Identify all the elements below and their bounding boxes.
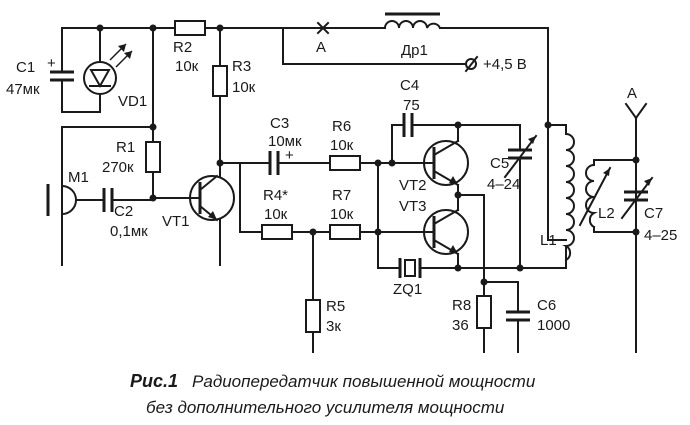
r4-value: 10к [264, 206, 288, 223]
c5-value: 4–24 [487, 176, 520, 193]
r6-value: 10к [330, 137, 354, 154]
c3-capacitor [268, 151, 280, 175]
r7-label: R7 [332, 187, 351, 204]
r5-label: R5 [326, 298, 345, 315]
zq1-crystal [398, 258, 422, 278]
r3-resistor [212, 65, 228, 97]
m1-label: M1 [68, 169, 89, 186]
r8-label: R8 [452, 297, 471, 314]
r1-label: R1 [116, 139, 135, 156]
c6-label: C6 [537, 297, 556, 314]
figure-number: Рис.1 [130, 371, 179, 391]
c2-label: C2 [114, 203, 133, 220]
r1-resistor [145, 141, 161, 173]
c3-plus: + [285, 147, 294, 164]
c1-plus: + [47, 55, 56, 72]
vd1-label: VD1 [118, 93, 147, 110]
antenna-label: А [627, 85, 637, 102]
c2-value: 0,1мк [110, 223, 148, 240]
r5-value: 3к [326, 318, 341, 335]
c6-capacitor [506, 310, 530, 322]
r2-label: R2 [173, 39, 192, 56]
c5-label: C5 [490, 155, 509, 172]
l1-label: L1 [540, 232, 557, 249]
c7-variable-capacitor [620, 176, 654, 220]
c4-capacitor [402, 113, 414, 137]
caption-line-1: Радиопередатчик повышенной мощности [192, 372, 536, 391]
r2-value: 10к [175, 58, 199, 75]
l2-label: L2 [598, 205, 615, 222]
c4-label: C4 [400, 77, 419, 94]
r8-resistor [476, 295, 492, 329]
vt1-transistor [189, 174, 235, 222]
r2-resistor [174, 20, 206, 36]
c2-capacitor [102, 188, 154, 212]
vt1-label: VT1 [162, 213, 190, 230]
r1-value: 270к [102, 159, 134, 176]
c3-value: 10мк [268, 133, 302, 150]
zq1-label: ZQ1 [393, 281, 422, 298]
r4-resistor [261, 224, 293, 240]
r7-value: 10к [330, 206, 354, 223]
supply-terminal [464, 55, 479, 73]
component-labels: C1 + 47мк VD1 R2 10к R3 10к R1 270к M1 C… [6, 39, 677, 335]
c7-value: 4–25 [644, 227, 677, 244]
point-a-label: А [316, 39, 326, 56]
c3-label: C3 [270, 115, 289, 132]
dr1-label: Др1 [401, 42, 428, 59]
c7-label: C7 [644, 205, 663, 222]
c1-value: 47мк [6, 81, 40, 98]
point-a-marker [316, 21, 330, 35]
c6-value: 1000 [537, 317, 570, 334]
m1-microphone [46, 184, 105, 266]
l1-inductor [547, 124, 575, 269]
vt3-transistor [423, 208, 469, 256]
l2-inductor [578, 163, 612, 229]
antenna [624, 102, 648, 353]
vt2-transistor [423, 139, 469, 187]
r7-resistor [329, 224, 361, 240]
caption-line-2: без дополнительного усилителя мощности [146, 398, 505, 417]
r6-resistor [329, 155, 361, 171]
c1-capacitor [50, 27, 74, 113]
r3-value: 10к [232, 79, 256, 96]
vt3-label: VT3 [399, 198, 427, 215]
figure-caption: Рис.1 Радиопередатчик повышенной мощности [130, 371, 535, 392]
r6-label: R6 [332, 118, 351, 135]
r5-resistor [305, 299, 321, 333]
c4-value: 75 [403, 97, 420, 114]
dr1-choke [383, 12, 442, 30]
vt2-label: VT2 [399, 177, 427, 194]
c1-label: C1 [16, 59, 35, 76]
vd1-led [83, 27, 133, 113]
r8-value: 36 [452, 317, 469, 334]
top-rail [61, 27, 549, 241]
r3-label: R3 [232, 58, 251, 75]
supply-label: +4,5 В [483, 56, 527, 73]
r4-label: R4* [263, 187, 288, 204]
